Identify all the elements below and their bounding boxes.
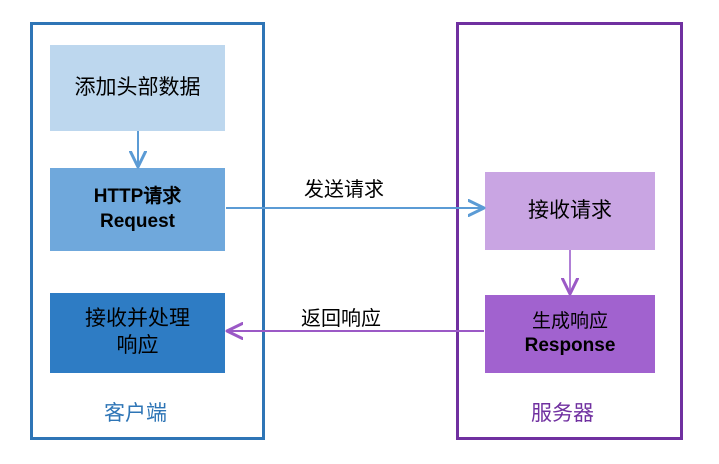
server-zone-label: 服务器: [531, 402, 594, 425]
box-http-request-line1: HTTP请求: [93, 186, 182, 208]
process-box-generate-response: 生成响应 Response: [485, 295, 655, 373]
box-add-header-line1: 添加头部数据: [74, 75, 201, 99]
client-zone-label: 客户端: [104, 402, 167, 425]
process-box-http-request: HTTP请求 Request: [50, 168, 225, 251]
process-box-receive-and-process-response: 接收并处理 响应: [50, 293, 225, 373]
process-box-add-header: 添加头部数据: [50, 45, 225, 131]
box-receive-request-line1: 接收请求: [528, 198, 612, 222]
process-box-receive-request: 接收请求: [485, 172, 655, 250]
connector-label-send-request: 发送请求: [304, 179, 384, 201]
connector-label-return-response: 返回响应: [301, 308, 381, 330]
box-generate-response-line1: 生成响应: [531, 310, 608, 332]
box-generate-response-line2: Response: [524, 335, 616, 356]
box-http-request-line2: Request: [100, 210, 175, 232]
box-receive-process-line2: 响应: [116, 334, 159, 357]
box-receive-process-line1: 接收并处理: [85, 307, 190, 331]
